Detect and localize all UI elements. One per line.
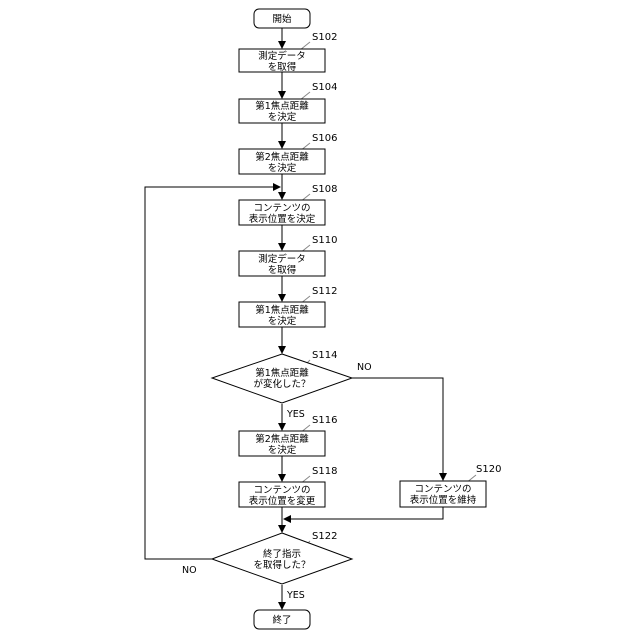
s102-line-1: 測定データ xyxy=(258,50,306,62)
node-s104: 第1焦点距離 を決定 S104 xyxy=(239,82,337,123)
s106-line-2: を決定 xyxy=(268,162,297,174)
s112-step-label: S112 xyxy=(312,286,337,297)
s114-line-1: 第1焦点距離 xyxy=(255,367,309,379)
s108-step-label: S108 xyxy=(312,184,337,195)
s108-line-2: 表示位置を決定 xyxy=(249,213,316,225)
s102-step-label: S102 xyxy=(312,32,337,43)
s104-step-label: S104 xyxy=(312,82,337,93)
s114-no-label: NO xyxy=(357,362,372,373)
node-s120: コンテンツの 表示位置を維持 S120 xyxy=(400,464,501,507)
s116-step-label: S116 xyxy=(312,415,337,426)
s120-step-label: S120 xyxy=(476,464,501,475)
node-end: 終了 xyxy=(254,610,310,629)
s116-line-2: を決定 xyxy=(268,444,297,456)
s108-line-1: コンテンツの xyxy=(253,203,310,214)
s120-line-1: コンテンツの xyxy=(414,484,471,495)
arrow-s120-to-merge xyxy=(284,507,443,519)
node-s122: 終了指示 を取得した？ S122 YES NO xyxy=(182,531,352,601)
arrow-s114-no-to-s120 xyxy=(352,378,443,480)
s114-step-label: S114 xyxy=(312,350,337,361)
start-text: 開始 xyxy=(272,13,292,25)
node-s108: コンテンツの 表示位置を決定 S108 xyxy=(239,184,337,225)
s104-line-1: 第1焦点距離 xyxy=(255,100,309,112)
s110-line-1: 測定データ xyxy=(258,253,306,265)
s118-line-2: 表示位置を変更 xyxy=(249,495,316,507)
s122-no-label: NO xyxy=(182,565,197,576)
node-s112: 第1焦点距離 を決定 S112 xyxy=(239,286,337,327)
node-s106: 第2焦点距離 を決定 S106 xyxy=(239,133,337,174)
end-text: 終了 xyxy=(272,614,291,626)
s114-line-2: が変化した？ xyxy=(253,378,310,390)
s112-line-1: 第1焦点距離 xyxy=(255,304,309,316)
s122-step-label: S122 xyxy=(312,531,337,542)
s106-line-1: 第2焦点距離 xyxy=(255,151,309,163)
s104-line-2: を決定 xyxy=(268,111,297,123)
s120-line-2: 表示位置を維持 xyxy=(410,494,477,506)
s118-step-label: S118 xyxy=(312,466,337,477)
s122-yes-label: YES xyxy=(286,590,305,601)
node-s110: 測定データ を取得 S110 xyxy=(239,235,337,276)
s116-line-1: 第2焦点距離 xyxy=(255,433,309,445)
s118-line-1: コンテンツの xyxy=(253,485,310,496)
s114-yes-label: YES xyxy=(286,409,305,420)
s102-line-2: を取得 xyxy=(268,61,297,73)
node-start: 開始 xyxy=(254,9,310,28)
s122-line-1: 終了指示 xyxy=(263,548,301,560)
s106-step-label: S106 xyxy=(312,133,337,144)
s122-line-2: を取得した？ xyxy=(253,559,310,571)
s112-line-2: を決定 xyxy=(268,315,297,327)
s110-line-2: を取得 xyxy=(268,264,297,276)
node-s118: コンテンツの 表示位置を変更 S118 xyxy=(239,466,337,507)
node-s116: 第2焦点距離 を決定 S116 xyxy=(239,415,337,456)
node-s102: 測定データ を取得 S102 xyxy=(239,32,337,73)
node-s114: 第1焦点距離 が変化した？ S114 YES NO xyxy=(212,350,372,420)
s110-step-label: S110 xyxy=(312,235,337,246)
